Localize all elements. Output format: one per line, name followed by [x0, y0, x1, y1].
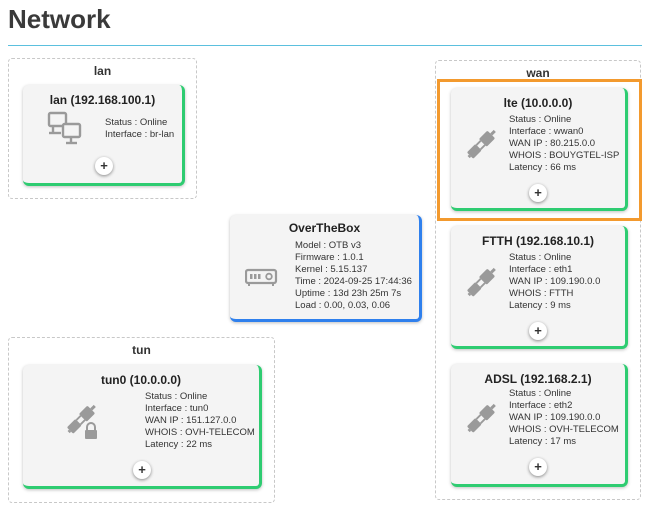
card-adsl-title: ADSL (192.168.2.1): [484, 372, 592, 386]
card-lte[interactable]: lte (10.0.0.0) Status : Online Interface…: [451, 88, 628, 211]
computer-network-icon: [47, 110, 83, 151]
page-title: Network: [8, 4, 111, 34]
lte-whois: WHOIS : BOUYGTEL-ISP: [509, 150, 620, 161]
card-lan-info: Status : Online Interface : br-lan: [105, 117, 174, 141]
card-adsl-info: Status : Online Interface : eth2 WAN IP …: [509, 388, 619, 448]
card-overthebox-info: Model : OTB v3 Firmware : 1.0.1 Kernel :…: [295, 240, 412, 312]
card-lan-title: lan (192.168.100.1): [49, 93, 156, 107]
tun0-latency: Latency : 22 ms: [145, 439, 213, 450]
lte-status: Status : Online: [509, 114, 572, 125]
card-ftth-info: Status : Online Interface : eth1 WAN IP …: [509, 252, 600, 312]
zone-wan: wan: [435, 60, 641, 500]
otb-model: Model : OTB v3: [295, 240, 361, 251]
plug-icon: [461, 124, 501, 169]
card-overthebox-title: OverTheBox: [288, 221, 361, 235]
card-overthebox[interactable]: OverTheBox Model : OTB v3 Firmware : 1.0…: [230, 215, 422, 322]
plug-lock-icon: [63, 401, 103, 448]
lte-latency: Latency : 66 ms: [509, 162, 577, 173]
adsl-add-button[interactable]: +: [529, 458, 547, 476]
card-tun0-info: Status : Online Interface : tun0 WAN IP …: [145, 391, 255, 451]
otb-firmware: Firmware : 1.0.1: [295, 252, 364, 263]
ftth-whois: WHOIS : FTTH: [509, 288, 574, 299]
ftth-wan-ip: WAN IP : 109.190.0.0: [509, 276, 601, 287]
tun0-add-button[interactable]: +: [133, 461, 151, 479]
lan-add-button[interactable]: +: [95, 157, 113, 175]
card-lte-info: Status : Online Interface : wwan0 WAN IP…: [509, 114, 619, 174]
ftth-status: Status : Online: [509, 252, 572, 263]
zone-tun-title: tun: [132, 343, 151, 357]
card-tun0-title: tun0 (10.0.0.0): [100, 373, 182, 387]
router-icon: [244, 267, 279, 292]
zone-lan: lan: [8, 58, 197, 199]
lan-interface: Interface : br-lan: [105, 129, 175, 140]
otb-load: Load : 0.00, 0.03, 0.06: [295, 300, 391, 311]
lte-wan-ip: WAN IP : 80.215.0.0: [509, 138, 596, 149]
zone-lan-title: lan: [93, 64, 112, 78]
plug-icon: [461, 398, 501, 443]
tun0-wan-ip: WAN IP : 151.127.0.0: [145, 415, 237, 426]
otb-time: Time : 2024-09-25 17:44:36: [295, 276, 412, 287]
ftth-interface: Interface : eth1: [509, 264, 573, 275]
card-lte-title: lte (10.0.0.0): [503, 96, 573, 110]
zone-wan-title: wan: [526, 66, 550, 80]
card-lan[interactable]: lan (192.168.100.1) Status : Online Inte…: [23, 85, 185, 186]
adsl-latency: Latency : 17 ms: [509, 436, 577, 447]
adsl-interface: Interface : eth2: [509, 400, 573, 411]
lte-add-button[interactable]: +: [529, 184, 547, 202]
card-ftth[interactable]: FTTH (192.168.10.1) Status : Online Inte…: [451, 226, 628, 349]
zone-tun: tun: [8, 337, 275, 503]
plug-icon: [461, 262, 501, 307]
ftth-latency: Latency : 9 ms: [509, 300, 571, 311]
lte-interface: Interface : wwan0: [509, 126, 584, 137]
title-divider: [8, 45, 642, 46]
card-tun0[interactable]: tun0 (10.0.0.0) Status : Online Interfac…: [23, 365, 262, 489]
otb-uptime: Uptime : 13d 23h 25m 7s: [295, 288, 402, 299]
tun0-interface: Interface : tun0: [145, 403, 209, 414]
otb-kernel: Kernel : 5.15.137: [295, 264, 368, 275]
tun0-status: Status : Online: [145, 391, 208, 402]
lan-status: Status : Online: [105, 117, 168, 128]
tun0-whois: WHOIS : OVH-TELECOM: [145, 427, 255, 438]
adsl-whois: WHOIS : OVH-TELECOM: [509, 424, 619, 435]
adsl-wan-ip: WAN IP : 109.190.0.0: [509, 412, 601, 423]
ftth-add-button[interactable]: +: [529, 322, 547, 340]
adsl-status: Status : Online: [509, 388, 572, 399]
card-ftth-title: FTTH (192.168.10.1): [481, 234, 595, 248]
card-adsl[interactable]: ADSL (192.168.2.1) Status : Online Inter…: [451, 364, 628, 487]
